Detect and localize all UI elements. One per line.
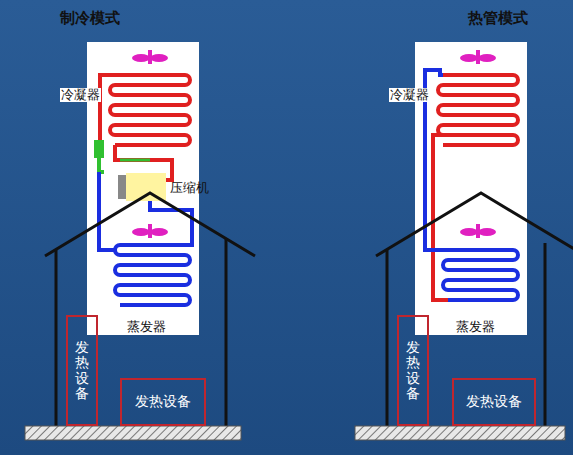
part-name: 冷凝器	[389, 88, 430, 102]
heat-equipment-box: 发热设备	[66, 315, 98, 426]
house-roof	[376, 193, 573, 256]
heat-equipment-box: 发热设备	[397, 315, 429, 426]
box-label: 发热设备	[135, 393, 191, 411]
filter	[94, 140, 104, 158]
condenser-coil	[438, 75, 518, 145]
evaporator-coil	[443, 250, 518, 300]
part-name: 冷凝器	[60, 88, 101, 102]
box-label: 发热设备	[75, 340, 89, 402]
box-label: 发热设备	[406, 340, 420, 402]
heat-equipment-box: 发热设备	[452, 378, 536, 426]
part-name: 蒸发器	[455, 320, 496, 334]
unit-housing	[415, 42, 527, 335]
evaporator-coil	[115, 245, 190, 305]
house-wall	[56, 238, 226, 426]
panel-title: 制冷模式	[60, 10, 120, 27]
part-name: 蒸发器	[126, 320, 167, 334]
condenser-coil	[110, 75, 190, 145]
house-roof	[45, 193, 255, 256]
heat-equipment-box: 发热设备	[120, 378, 206, 426]
part-name: 压缩机	[170, 181, 209, 195]
house-wall	[387, 243, 545, 426]
panel-title: 热管模式	[468, 10, 528, 27]
ground	[355, 426, 565, 440]
box-label: 发热设备	[466, 393, 522, 411]
ground	[25, 426, 241, 440]
